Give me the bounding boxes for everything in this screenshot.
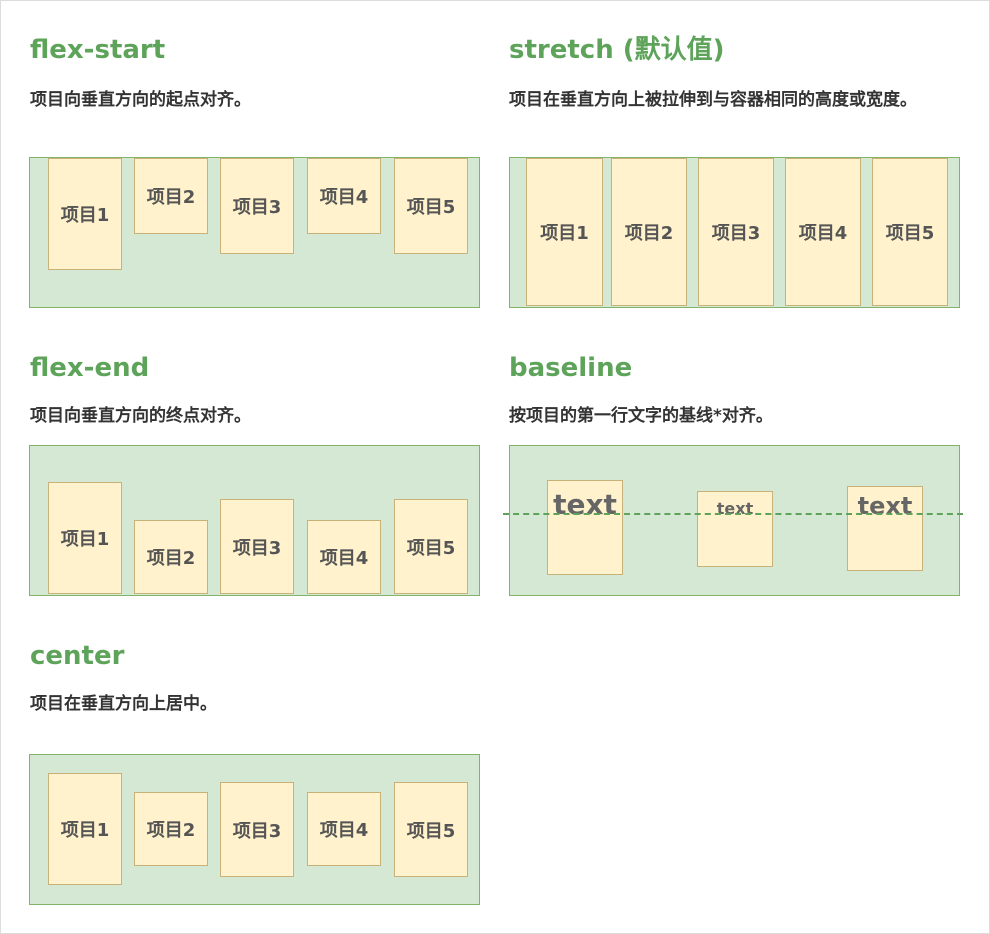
flex-start-item-2: 项目2: [134, 158, 208, 234]
flex-start-title: flex-start: [30, 35, 166, 65]
center-title: center: [30, 641, 125, 671]
flex-end-item-2: 项目2: [134, 520, 208, 594]
center-item-3: 项目3: [220, 782, 294, 877]
flex-end-desc: 项目向垂直方向的终点对齐。: [30, 406, 251, 426]
stretch-container: 项目1 项目2 项目3 项目4 项目5: [509, 157, 960, 308]
flex-end-item-1: 项目1: [48, 482, 122, 594]
center-item-5: 项目5: [394, 782, 468, 877]
flex-start-container: 项目1 项目2 项目3 项目4 项目5: [29, 157, 480, 308]
flex-end-item-5: 项目5: [394, 499, 468, 594]
baseline-guide-line: [503, 513, 963, 515]
stretch-item-3: 项目3: [698, 158, 774, 306]
stretch-item-2: 项目2: [611, 158, 687, 306]
center-container: 项目1 项目2 项目3 项目4 项目5: [29, 754, 480, 905]
flex-end-title: flex-end: [30, 353, 150, 383]
flex-end-item-3: 项目3: [220, 499, 294, 594]
flex-start-item-5: 项目5: [394, 158, 468, 254]
center-item-2: 项目2: [134, 792, 208, 866]
baseline-item-2: text: [697, 491, 773, 567]
baseline-container: text text text: [509, 445, 960, 596]
flex-start-desc: 项目向垂直方向的起点对齐。: [30, 90, 251, 110]
center-item-1: 项目1: [48, 773, 122, 885]
flex-start-item-3: 项目3: [220, 158, 294, 254]
center-item-4: 项目4: [307, 792, 381, 866]
flex-end-item-4: 项目4: [307, 520, 381, 594]
flex-start-item-1: 项目1: [48, 158, 122, 270]
center-desc: 项目在垂直方向上居中。: [30, 694, 217, 714]
flex-end-container: 项目1 项目2 项目3 项目4 项目5: [29, 445, 480, 596]
stretch-desc: 项目在垂直方向上被拉伸到与容器相同的高度或宽度。: [509, 90, 917, 110]
stretch-title: stretch (默认值): [509, 35, 725, 65]
baseline-item-3: text: [847, 486, 923, 571]
stretch-item-5: 项目5: [872, 158, 948, 306]
baseline-desc: 按项目的第一行文字的基线*对齐。: [509, 406, 773, 426]
baseline-title: baseline: [509, 353, 633, 383]
stretch-item-4: 项目4: [785, 158, 861, 306]
baseline-item-1: text: [547, 480, 623, 575]
stretch-item-1: 项目1: [526, 158, 603, 306]
flex-start-item-4: 项目4: [307, 158, 381, 234]
